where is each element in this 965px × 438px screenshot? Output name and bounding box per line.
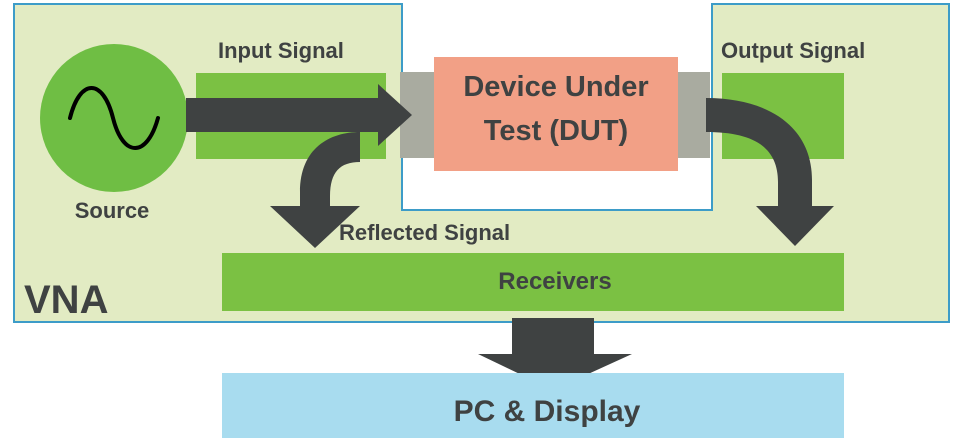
sine-wave-icon — [68, 86, 160, 150]
receivers-block — [222, 253, 844, 311]
source-label: Source — [75, 198, 150, 223]
dut-label-line1: Device Under — [463, 71, 648, 103]
input-signal-label: Input Signal — [218, 38, 344, 63]
dut-label-line2: Test (DUT) — [484, 115, 628, 147]
pc-arrow-shaft — [512, 318, 594, 356]
output-arrow-curve — [706, 98, 812, 208]
pc-display-label: PC & Display — [454, 395, 641, 428]
pc-display-box — [222, 373, 844, 438]
dut-box — [434, 57, 678, 171]
reflected-signal-label: Reflected Signal — [339, 220, 510, 245]
input-arrow-head — [378, 84, 412, 146]
receivers-label: Receivers — [498, 268, 611, 295]
output-arrow-head — [756, 206, 834, 246]
input-arrow-shaft — [186, 98, 382, 132]
vna-label: VNA — [24, 278, 108, 322]
reflected-arrow-curve — [300, 132, 360, 206]
output-signal-label: Output Signal — [721, 38, 865, 63]
reflected-arrow-head — [270, 206, 360, 248]
dut-output-connector — [676, 72, 710, 158]
pc-arrow-head — [478, 354, 632, 390]
